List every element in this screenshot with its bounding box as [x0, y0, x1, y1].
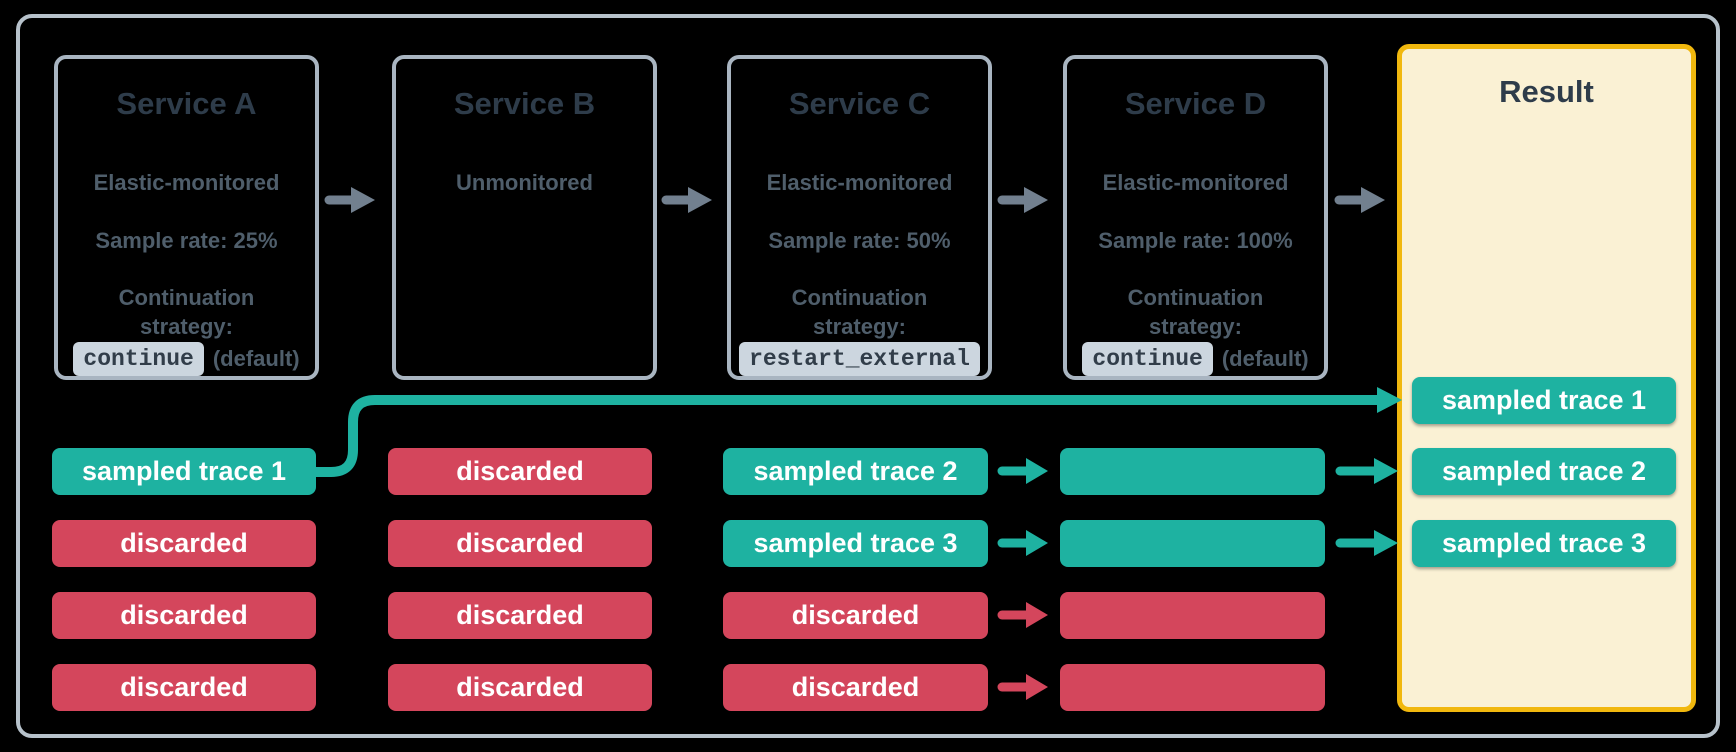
service-c-box: Service C Elastic-monitored Sample rate:…	[727, 55, 992, 380]
service-d-box: Service D Elastic-monitored Sample rate:…	[1063, 55, 1328, 380]
result-trace-chip: sampled trace 3	[1412, 520, 1676, 567]
trace-chip: discarded	[388, 520, 652, 567]
service-a-strategy-suffix: (default)	[212, 346, 300, 371]
service-a-strategy-row: continue (default)	[58, 341, 315, 377]
service-a-strategy-code: continue	[73, 342, 204, 376]
service-c-sample-rate: Sample rate: 50%	[768, 228, 951, 253]
service-c-strategy-code: restart_external	[739, 342, 980, 376]
service-a-continuation-label: Continuation strategy:	[118, 285, 255, 339]
trace-chip: sampled trace 2	[723, 448, 988, 495]
trace-chip	[1060, 520, 1325, 567]
trace-chip: discarded	[52, 664, 316, 711]
service-d-sample-rate: Sample rate: 100%	[1098, 228, 1293, 253]
trace-chip: discarded	[723, 664, 988, 711]
trace-chip	[1060, 448, 1325, 495]
result-trace-chip: sampled trace 2	[1412, 448, 1676, 495]
outer-frame: Service A Elastic-monitored Sample rate:…	[16, 14, 1720, 738]
trace-chip: sampled trace 3	[723, 520, 988, 567]
service-d-strategy-suffix: (default)	[1221, 346, 1309, 371]
service-c-continuation-label: Continuation strategy:	[791, 285, 928, 339]
trace-chip: discarded	[388, 592, 652, 639]
result-title: Result	[1499, 74, 1594, 109]
service-a-box: Service A Elastic-monitored Sample rate:…	[54, 55, 319, 380]
trace-chip	[1060, 664, 1325, 711]
service-c-subtitle: Elastic-monitored	[766, 170, 953, 195]
trace-chip: discarded	[388, 664, 652, 711]
service-d-strategy-row: continue (default)	[1067, 341, 1324, 377]
service-b-box: Service B Unmonitored	[392, 55, 657, 380]
result-trace-chip: sampled trace 1	[1412, 377, 1676, 424]
trace-chip: discarded	[52, 520, 316, 567]
trace-chip: discarded	[723, 592, 988, 639]
service-d-continuation-label: Continuation strategy:	[1127, 285, 1264, 339]
service-d-title: Service D	[1124, 86, 1267, 121]
service-a-subtitle: Elastic-monitored	[93, 170, 280, 195]
service-a-title: Service A	[116, 86, 257, 121]
trace-chip	[1060, 592, 1325, 639]
service-a-sample-rate: Sample rate: 25%	[95, 228, 278, 253]
service-d-strategy-code: continue	[1082, 342, 1213, 376]
trace-chip: sampled trace 1	[52, 448, 316, 495]
service-c-strategy-row: restart_external	[731, 341, 988, 377]
trace-chip: discarded	[52, 592, 316, 639]
service-c-title: Service C	[788, 86, 931, 121]
service-b-title: Service B	[453, 86, 596, 121]
service-d-subtitle: Elastic-monitored	[1102, 170, 1289, 195]
service-b-subtitle: Unmonitored	[456, 170, 593, 195]
trace-chip: discarded	[388, 448, 652, 495]
